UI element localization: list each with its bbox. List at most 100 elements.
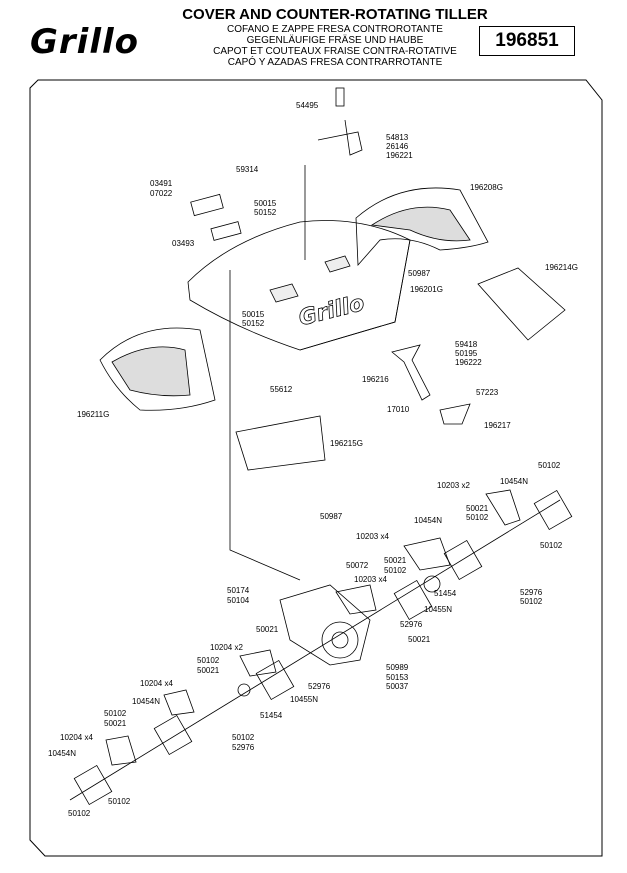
- title-block: COVER AND COUNTER-ROTATING TILLER COFANO…: [170, 6, 500, 68]
- part-label: 50102: [232, 733, 255, 742]
- part-label: 50015: [254, 199, 277, 208]
- flange-1: [73, 764, 113, 806]
- subtitle-it: COFANO E ZAPPE FRESA CONTROROTANTE: [227, 24, 443, 35]
- fender-left: [99, 327, 216, 411]
- part-label: 50021: [384, 556, 407, 565]
- plate-03491: [190, 193, 224, 217]
- part-label: 196208G: [470, 183, 503, 192]
- plate-03493: [210, 221, 242, 241]
- part-label: 50021: [408, 635, 431, 644]
- part-label: 10455N: [424, 605, 452, 614]
- part-label: 50102: [466, 513, 489, 522]
- blade-10203-a: [485, 489, 521, 526]
- gearbox: [279, 584, 371, 666]
- part-label: 50987: [320, 512, 343, 521]
- part-label: 50037: [386, 682, 409, 691]
- part-label: 196211G: [77, 410, 109, 419]
- part-label: 52976: [400, 620, 423, 629]
- part-label: 10204 x4: [140, 679, 173, 688]
- part-label: 51454: [434, 589, 457, 598]
- part-label: 52976: [308, 682, 331, 691]
- part-label: 10455N: [290, 695, 318, 704]
- bracket-196216: [391, 344, 431, 401]
- part-label: 50015: [242, 310, 265, 319]
- blade-10203-b: [403, 537, 451, 571]
- part-label: 03493: [172, 239, 195, 248]
- part-label: 10203 x4: [354, 575, 387, 584]
- flange-6: [533, 489, 573, 531]
- part-label: 50987: [408, 269, 431, 278]
- part-label: 50102: [520, 597, 543, 606]
- part-label: 50102: [540, 541, 563, 550]
- part-label: 50174: [227, 586, 250, 595]
- part-label: 54813: [386, 133, 409, 142]
- part-label: 03491: [150, 179, 173, 188]
- part-label: 50102: [104, 709, 127, 718]
- part-label: 10454N: [414, 516, 442, 525]
- part-label: 50152: [242, 319, 265, 328]
- main-cover: [187, 220, 411, 351]
- blade-10204-c: [105, 735, 137, 766]
- page-title: COVER AND COUNTER-ROTATING TILLER: [182, 6, 488, 23]
- part-label: 196214G: [545, 263, 578, 272]
- flange-2: [153, 714, 193, 756]
- part-label: 196217: [484, 421, 511, 430]
- part-label: 26146: [386, 142, 409, 151]
- part-label: 17010: [387, 405, 410, 414]
- part-label: 51454: [260, 711, 283, 720]
- part-label: 196201G: [410, 285, 443, 294]
- grillo-logo: Grillo: [30, 22, 139, 62]
- part-label: 50102: [197, 656, 220, 665]
- tiller-shaft: [69, 499, 561, 801]
- part-label: 196215G: [330, 439, 363, 448]
- part-label: 50021: [466, 504, 489, 513]
- flange-4: [393, 579, 433, 621]
- part-label: 50102: [538, 461, 561, 470]
- subtitle-fr: CAPOT ET COUTEAUX FRAISE CONTRA-ROTATIVE: [213, 46, 457, 57]
- part-54495: [335, 87, 345, 107]
- blade-10204-b: [163, 689, 195, 716]
- part-label: 50021: [104, 719, 127, 728]
- cover-logo: Grillo: [296, 291, 367, 331]
- subtitle-de: GEGENLÄUFIGE FRÄSE UND HAUBE: [246, 35, 424, 46]
- part-label: 10203 x4: [356, 532, 389, 541]
- part-label: 50021: [256, 625, 279, 634]
- part-label: 10454N: [132, 697, 160, 706]
- diagram-frame: [29, 79, 603, 857]
- part-label: 10204 x4: [60, 733, 93, 742]
- part-label: 196216: [362, 375, 389, 384]
- part-label: 50152: [254, 208, 277, 217]
- drawing-number: 196851: [479, 26, 575, 56]
- part-label: 50021: [197, 666, 220, 675]
- part-label: 52976: [232, 743, 255, 752]
- fender-right: [355, 187, 489, 267]
- part-label: 52976: [520, 588, 543, 597]
- part-label: 196221: [386, 151, 413, 160]
- part-label: 07022: [150, 189, 173, 198]
- part-label: 196222: [455, 358, 482, 367]
- part-label: 10203 x2: [437, 481, 470, 490]
- part-label: 50102: [108, 797, 131, 806]
- part-label: 50195: [455, 349, 478, 358]
- lever-196221: [317, 119, 363, 156]
- part-label: 59418: [455, 340, 478, 349]
- part-label: 10204 x2: [210, 643, 243, 652]
- subtitle-es: CAPÓ Y AZADAS FRESA CONTRARROTANTE: [227, 57, 443, 68]
- part-label: 50104: [227, 596, 250, 605]
- plate-196215g: [235, 415, 326, 471]
- part-label: 10454N: [500, 477, 528, 486]
- part-label: 54495: [296, 101, 319, 110]
- blade-10204-a: [239, 649, 277, 677]
- part-label: 50102: [68, 809, 91, 818]
- part-label: 50153: [386, 673, 409, 682]
- part-label: 50989: [386, 663, 409, 672]
- part-label: 59314: [236, 165, 259, 174]
- bracket-196217: [439, 403, 471, 425]
- part-label: 57223: [476, 388, 499, 397]
- part-label: 55612: [270, 385, 293, 394]
- part-label: 10454N: [48, 749, 76, 758]
- plate-196214g: [477, 267, 566, 341]
- part-label: 50102: [384, 566, 407, 575]
- blade-10203-c: [335, 584, 377, 615]
